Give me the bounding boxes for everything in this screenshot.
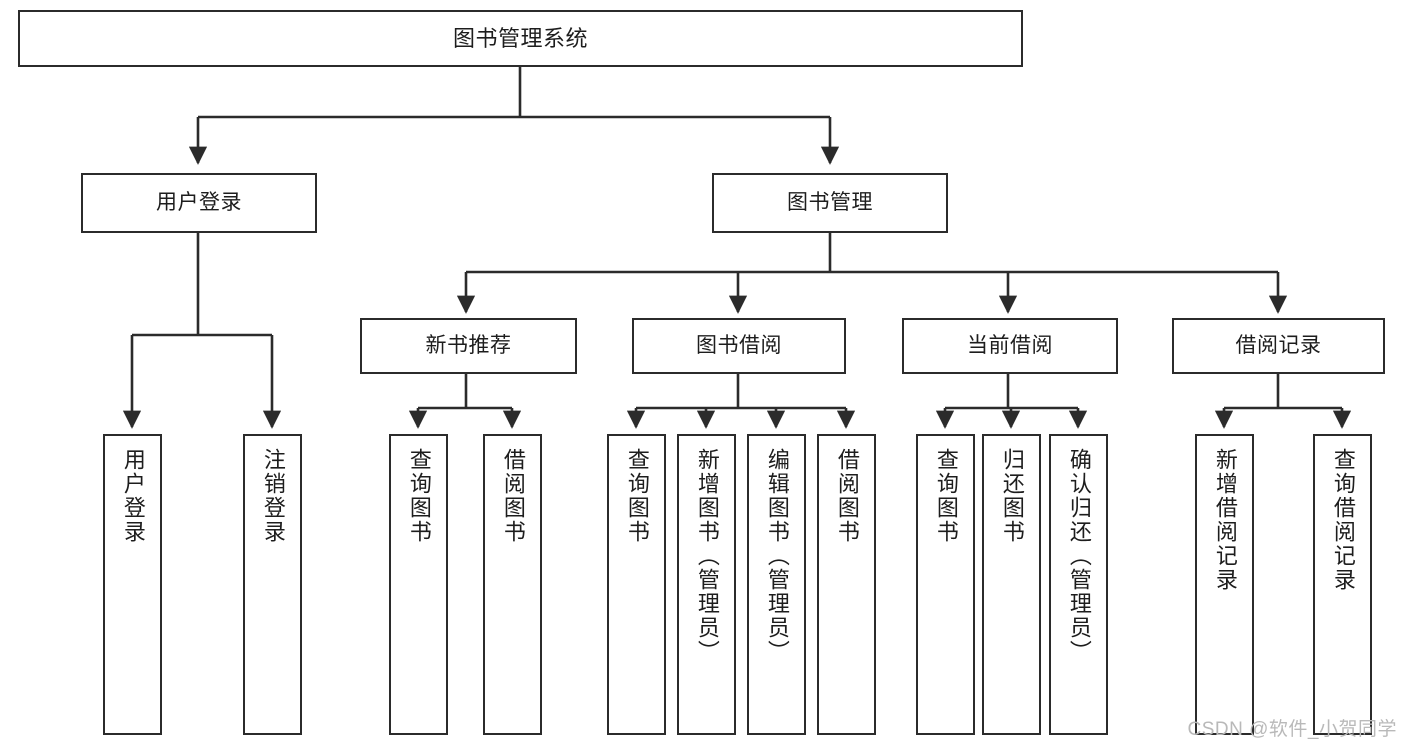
leaf-label: 查询图书 [624,448,650,544]
node-root-label: 图书管理系统 [452,25,588,51]
leaf-label: 确认归还（管理员） [1066,448,1092,664]
node-book-management-label: 图书管理 [787,190,873,214]
leaf-book-borrow-add[interactable]: 新增图书（管理员） [677,434,736,735]
watermark: CSDN @软件_小贺同学 [1187,719,1397,740]
leaf-current-borrow-query[interactable]: 查询图书 [916,434,975,735]
node-new-book-recommend-label: 新书推荐 [425,333,512,357]
leaf-label: 新增图书（管理员） [694,448,720,664]
leaf-label: 用户登录 [120,448,146,544]
leaf-label: 归还图书 [999,448,1025,544]
node-root[interactable]: 图书管理系统 [18,10,1023,67]
node-book-borrow[interactable]: 图书借阅 [632,318,846,374]
leaf-label: 借阅图书 [500,448,526,544]
node-user-login-label: 用户登录 [156,190,242,214]
leaf-current-borrow-return[interactable]: 归还图书 [982,434,1041,735]
leaf-label: 借阅图书 [834,448,860,544]
leaf-label: 查询图书 [933,448,959,544]
leaf-new-book-query[interactable]: 查询图书 [389,434,448,735]
leaf-label: 查询借阅记录 [1330,448,1356,592]
leaf-label: 注销登录 [260,448,286,544]
leaf-new-book-borrow[interactable]: 借阅图书 [483,434,542,735]
leaf-user-login-login[interactable]: 用户登录 [103,434,162,735]
leaf-label: 查询图书 [406,448,432,544]
node-current-borrow-label: 当前借阅 [967,333,1053,357]
node-book-management[interactable]: 图书管理 [712,173,948,233]
leaf-label: 编辑图书（管理员） [764,448,790,664]
leaf-label: 新增借阅记录 [1212,448,1238,592]
leaf-book-borrow-edit[interactable]: 编辑图书（管理员） [747,434,806,735]
leaf-borrow-record-add[interactable]: 新增借阅记录 [1195,434,1254,735]
leaf-borrow-record-query[interactable]: 查询借阅记录 [1313,434,1372,735]
node-new-book-recommend[interactable]: 新书推荐 [360,318,577,374]
leaf-current-borrow-confirm-return[interactable]: 确认归还（管理员） [1049,434,1108,735]
leaf-book-borrow-borrow[interactable]: 借阅图书 [817,434,876,735]
node-book-borrow-label: 图书借阅 [696,333,782,357]
node-current-borrow[interactable]: 当前借阅 [902,318,1118,374]
node-user-login[interactable]: 用户登录 [81,173,317,233]
leaf-book-borrow-query[interactable]: 查询图书 [607,434,666,735]
node-borrow-record[interactable]: 借阅记录 [1172,318,1385,374]
leaf-user-login-logout[interactable]: 注销登录 [243,434,302,735]
node-borrow-record-label: 借阅记录 [1235,333,1322,357]
